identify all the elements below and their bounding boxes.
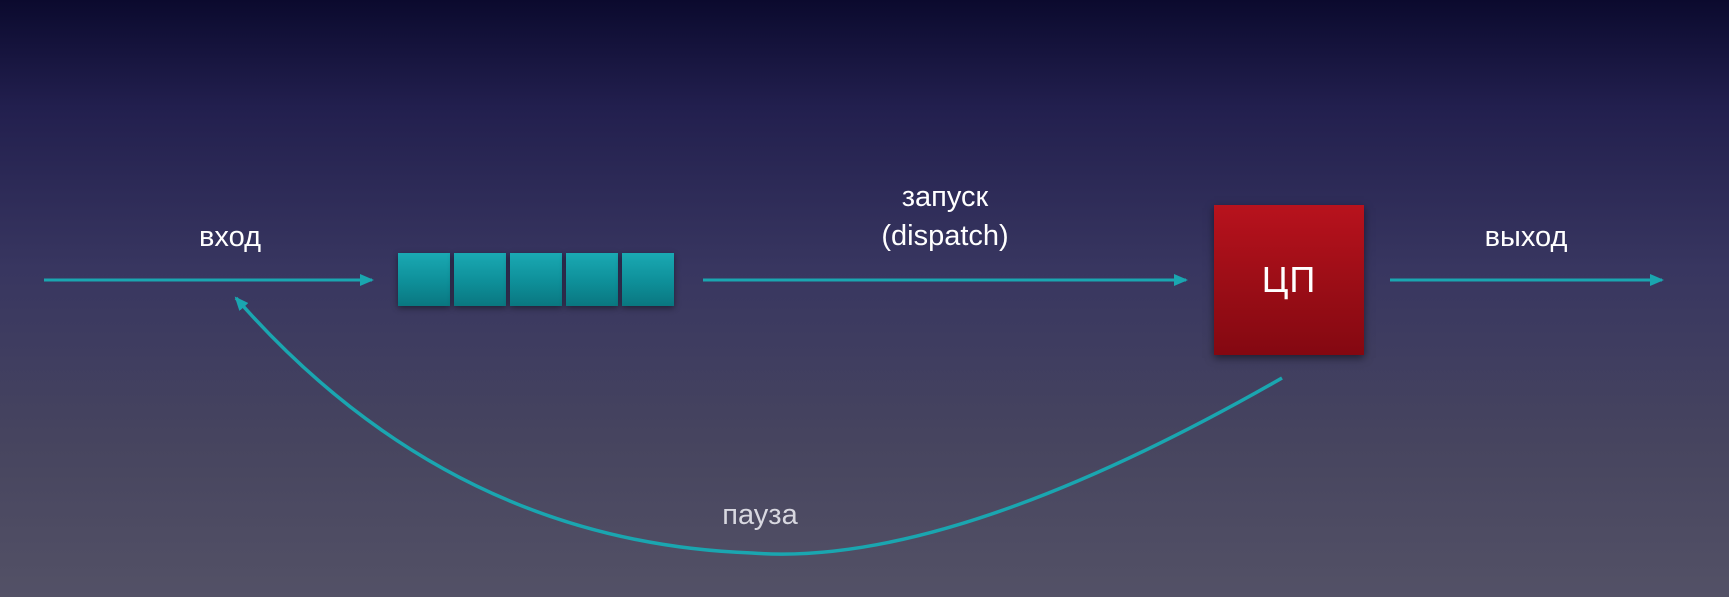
queue-cell [622,253,674,306]
dispatch-label-line1: запуск [901,181,989,213]
pause-label: пауза [722,499,798,531]
pause-arrow [234,296,1283,556]
queue-cell [398,253,450,306]
queue-cell [454,253,506,306]
queue-cell [566,253,618,306]
cpu-box: ЦП [1214,205,1364,355]
process-queue [398,253,674,306]
input-label: вход [199,221,261,253]
output-label: выход [1484,221,1568,253]
queue-cell [510,253,562,306]
dispatch-label-line2: (dispatch) [881,220,1009,252]
cpu-label: ЦП [1261,259,1317,300]
